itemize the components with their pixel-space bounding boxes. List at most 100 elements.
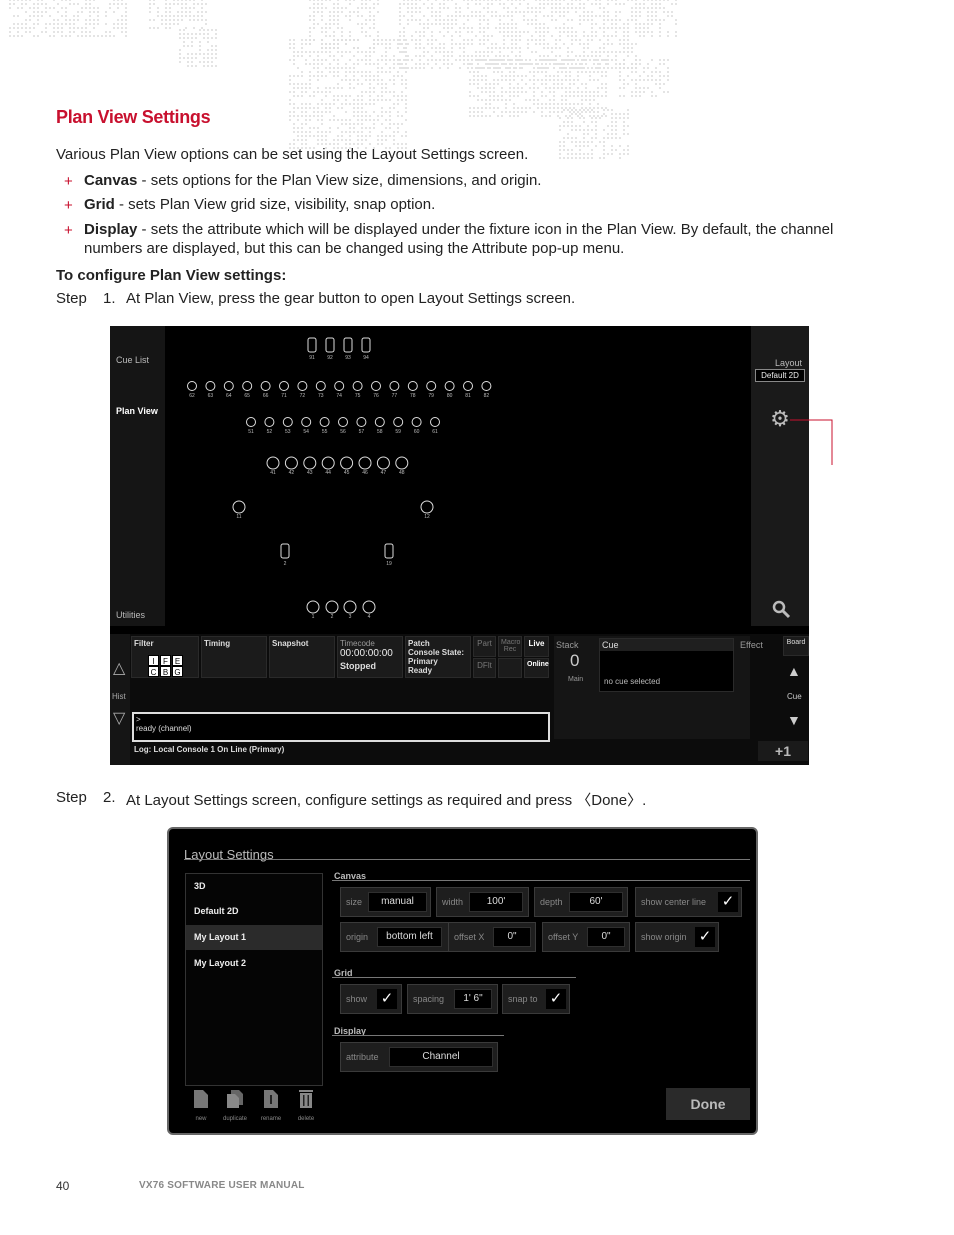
fixture-icon[interactable]: 71 (279, 381, 289, 400)
fixture-icon[interactable]: 63 (205, 381, 216, 400)
fixture-icon[interactable]: 45 (340, 456, 354, 476)
show-center-line-checkbox[interactable]: ✓ (718, 892, 738, 912)
grid-show-field[interactable]: show ✓ (340, 984, 402, 1014)
timecode-cell[interactable]: Timecode 00:00:00:00 Stopped (337, 636, 403, 678)
empty-button[interactable] (498, 658, 522, 678)
fixture-icon[interactable]: 73 (315, 381, 326, 400)
duplicate-button[interactable]: duplicate (215, 1089, 255, 1122)
filter-key[interactable]: G (172, 666, 183, 677)
fixture-icon[interactable]: 19 (384, 543, 394, 567)
fixture-icon[interactable]: 82 (481, 381, 492, 400)
up-triangle-icon[interactable]: ▲ (787, 663, 801, 679)
fixture-icon[interactable]: 48 (395, 456, 409, 476)
fixture-icon[interactable]: 62 (187, 381, 197, 400)
fixture-icon[interactable]: 91 (307, 337, 317, 361)
filter-key[interactable]: C (148, 666, 159, 677)
search-icon[interactable] (770, 598, 792, 620)
layout-item-3d[interactable]: 3D (194, 881, 206, 891)
cue-list-box[interactable]: Cue no cue selected (599, 638, 734, 692)
attribute-value[interactable]: Channel (389, 1047, 493, 1067)
fixture-icon[interactable]: 2 (280, 543, 290, 567)
fixture-icon[interactable]: 61 (430, 417, 440, 436)
up-arrow-icon[interactable]: △ (113, 660, 126, 677)
grid-show-checkbox[interactable]: ✓ (377, 989, 397, 1009)
rename-button[interactable]: rename (251, 1089, 291, 1122)
fixture-icon[interactable]: 66 (260, 381, 271, 400)
offset-y-field[interactable]: offset Y 0" (542, 922, 630, 952)
fixture-icon[interactable]: 75 (352, 381, 363, 400)
board-button[interactable]: Board (783, 636, 809, 656)
fixture-icon[interactable]: 2 (325, 600, 339, 620)
nav-utilities[interactable]: Utilities (116, 610, 146, 620)
cue-button[interactable]: Cue (787, 692, 802, 701)
plus-one-button[interactable]: +1 (758, 741, 808, 761)
origin-field[interactable]: origin bottom left (340, 922, 449, 952)
nav-cue-list[interactable]: Cue List (116, 355, 150, 365)
fixture-icon[interactable]: 80 (444, 381, 455, 400)
offset-y-value[interactable]: 0" (587, 927, 625, 947)
snapshot-cell[interactable]: Snapshot (269, 636, 335, 678)
filter-key[interactable]: B (160, 666, 171, 677)
depth-value[interactable]: 60' (569, 892, 623, 912)
fixture-icon[interactable]: 43 (303, 456, 317, 476)
fixture-icon[interactable]: 12 (420, 500, 434, 520)
filter-key[interactable]: I (148, 655, 159, 666)
down-triangle-icon[interactable]: ▼ (787, 712, 801, 728)
offset-x-value[interactable]: 0" (493, 927, 531, 947)
part-button[interactable]: Part (473, 636, 496, 657)
fixture-icon[interactable]: 46 (358, 456, 372, 476)
show-origin-field[interactable]: show origin ✓ (635, 922, 719, 952)
fixture-icon[interactable]: 64 (223, 381, 234, 400)
fixture-icon[interactable]: 76 (371, 381, 381, 400)
fixture-icon[interactable]: 94 (361, 337, 371, 361)
nav-plan-view[interactable]: Plan View (116, 406, 158, 416)
hist-label[interactable]: Hist (112, 692, 126, 701)
fixture-icon[interactable]: 41 (266, 456, 280, 476)
fixture-icon[interactable]: 65 (242, 381, 253, 400)
fixture-icon[interactable]: 53 (282, 417, 293, 436)
offset-x-field[interactable]: offset X 0" (448, 922, 536, 952)
live-button[interactable]: Live (524, 636, 549, 657)
layout-item-default-2d[interactable]: Default 2D (194, 906, 239, 916)
show-origin-checkbox[interactable]: ✓ (695, 927, 715, 947)
layout-select[interactable]: Default 2D (755, 369, 805, 382)
fixture-icon[interactable]: 78 (407, 381, 418, 400)
fixture-icon[interactable]: 55 (319, 417, 330, 436)
filter-key[interactable]: E (172, 655, 183, 666)
command-line[interactable]: > ready (channel) (132, 712, 550, 742)
fixture-icon[interactable]: 4 (362, 600, 376, 620)
fixture-icon[interactable]: 42 (284, 456, 298, 476)
spacing-value[interactable]: 1' 6" (454, 989, 492, 1009)
fixture-icon[interactable]: 79 (426, 381, 437, 400)
fixture-icon[interactable]: 74 (334, 381, 345, 400)
fixture-icon[interactable]: 51 (246, 417, 256, 436)
layout-list[interactable]: 3D Default 2D My Layout 1 My Layout 2 (185, 873, 323, 1086)
fixture-icon[interactable]: 56 (338, 417, 348, 436)
gear-icon[interactable]: ⚙ (770, 406, 790, 431)
width-value[interactable]: 100' (469, 892, 523, 912)
snap-to-checkbox[interactable]: ✓ (546, 989, 566, 1009)
fixture-icon[interactable]: 54 (301, 417, 312, 436)
filter-key[interactable]: F (160, 655, 171, 666)
fixture-icon[interactable]: 47 (376, 456, 390, 476)
attribute-field[interactable]: attribute Channel (340, 1042, 498, 1072)
width-field[interactable]: width 100' (436, 887, 529, 917)
size-value[interactable]: manual (368, 892, 427, 912)
fixture-icon[interactable]: 77 (389, 381, 400, 400)
size-field[interactable]: size manual (340, 887, 431, 917)
fixture-icon[interactable]: 81 (463, 381, 473, 400)
depth-field[interactable]: depth 60' (534, 887, 628, 917)
fixture-icon[interactable]: 93 (343, 337, 353, 361)
dflt-button[interactable]: DFlt (473, 658, 496, 678)
show-center-line-field[interactable]: show center line ✓ (635, 887, 742, 917)
fixture-icon[interactable]: 1 (306, 600, 320, 620)
down-arrow-icon[interactable]: ▽ (113, 710, 126, 727)
fixture-icon[interactable]: 11 (232, 500, 246, 520)
timing-cell[interactable]: Timing (201, 636, 267, 678)
fixture-icon[interactable]: 60 (411, 417, 422, 436)
fixture-icon[interactable]: 44 (321, 456, 335, 476)
done-button[interactable]: Done (666, 1088, 750, 1120)
new-button[interactable]: new (181, 1089, 221, 1122)
